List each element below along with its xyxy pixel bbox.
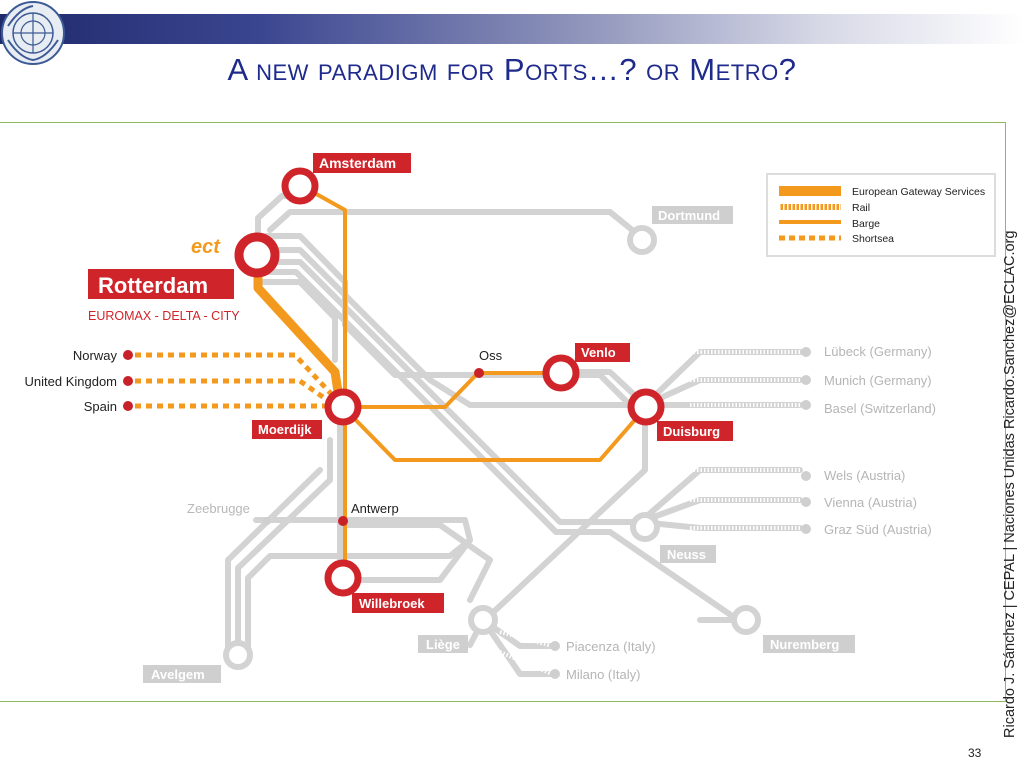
dest-wels: Wels (Austria) <box>824 468 905 483</box>
hub-stations <box>234 167 665 597</box>
grey-stations <box>223 225 761 670</box>
grey-network-lines <box>225 193 803 677</box>
label-moerdijk: Moerdijk <box>258 422 312 437</box>
dest-piacenza: Piacenza (Italy) <box>566 639 656 654</box>
map-frame <box>0 122 1006 702</box>
rail-stub-dots <box>550 347 811 679</box>
label-nuremberg: Nuremberg <box>770 637 839 652</box>
label-zeebrugge: Zeebrugge <box>187 501 250 516</box>
origin-norway: Norway <box>73 348 118 363</box>
slide-title: A new paradigm for Ports…? or Metro? <box>227 52 797 87</box>
ect-logo: ect <box>191 236 221 258</box>
label-rotterdam: Rotterdam <box>98 273 208 298</box>
label-antwerp: Antwerp <box>351 501 399 516</box>
dest-munich: Munich (Germany) <box>824 373 932 388</box>
label-avelgem: Avelgem <box>151 667 205 682</box>
label-dortmund: Dortmund <box>658 208 720 223</box>
page-number: 33 <box>968 746 982 760</box>
origin-spain: Spain <box>84 399 117 414</box>
label-liege: Liège <box>426 637 460 652</box>
metro-map: Amsterdam Rotterdam EUROMAX - DELTA - CI… <box>25 153 996 683</box>
label-willebroek: Willebroek <box>359 596 425 611</box>
label-neuss: Neuss <box>667 547 706 562</box>
legend: European Gateway Services Rail Barge Sho… <box>766 173 996 257</box>
side-credit: Ricardo J. Sánchez | CEPAL | Naciones Un… <box>1002 230 1018 738</box>
legend-rail: Rail <box>852 202 870 214</box>
label-duisburg: Duisburg <box>663 424 720 439</box>
rail-stub-lines <box>499 350 800 676</box>
small-stops <box>123 350 484 526</box>
legend-shortsea: Shortsea <box>852 233 894 245</box>
label-amsterdam: Amsterdam <box>319 155 396 171</box>
legend-barge: Barge <box>852 218 880 230</box>
dest-graz: Graz Süd (Austria) <box>824 522 932 537</box>
dest-vienna: Vienna (Austria) <box>824 495 917 510</box>
label-venlo: Venlo <box>581 345 616 360</box>
origin-uk: United Kingdom <box>25 374 118 389</box>
dest-milano: Milano (Italy) <box>566 667 640 682</box>
un-emblem-icon <box>1 1 65 65</box>
label-rotterdam-sub: EUROMAX - DELTA - CITY <box>88 309 240 323</box>
shortsea-lines <box>135 352 337 409</box>
dest-basel: Basel (Switzerland) <box>824 401 936 416</box>
header-gradient-bar <box>0 14 1024 44</box>
legend-egs: European Gateway Services <box>852 186 985 198</box>
dest-lubeck: Lübeck (Germany) <box>824 344 932 359</box>
label-oss: Oss <box>479 348 503 363</box>
